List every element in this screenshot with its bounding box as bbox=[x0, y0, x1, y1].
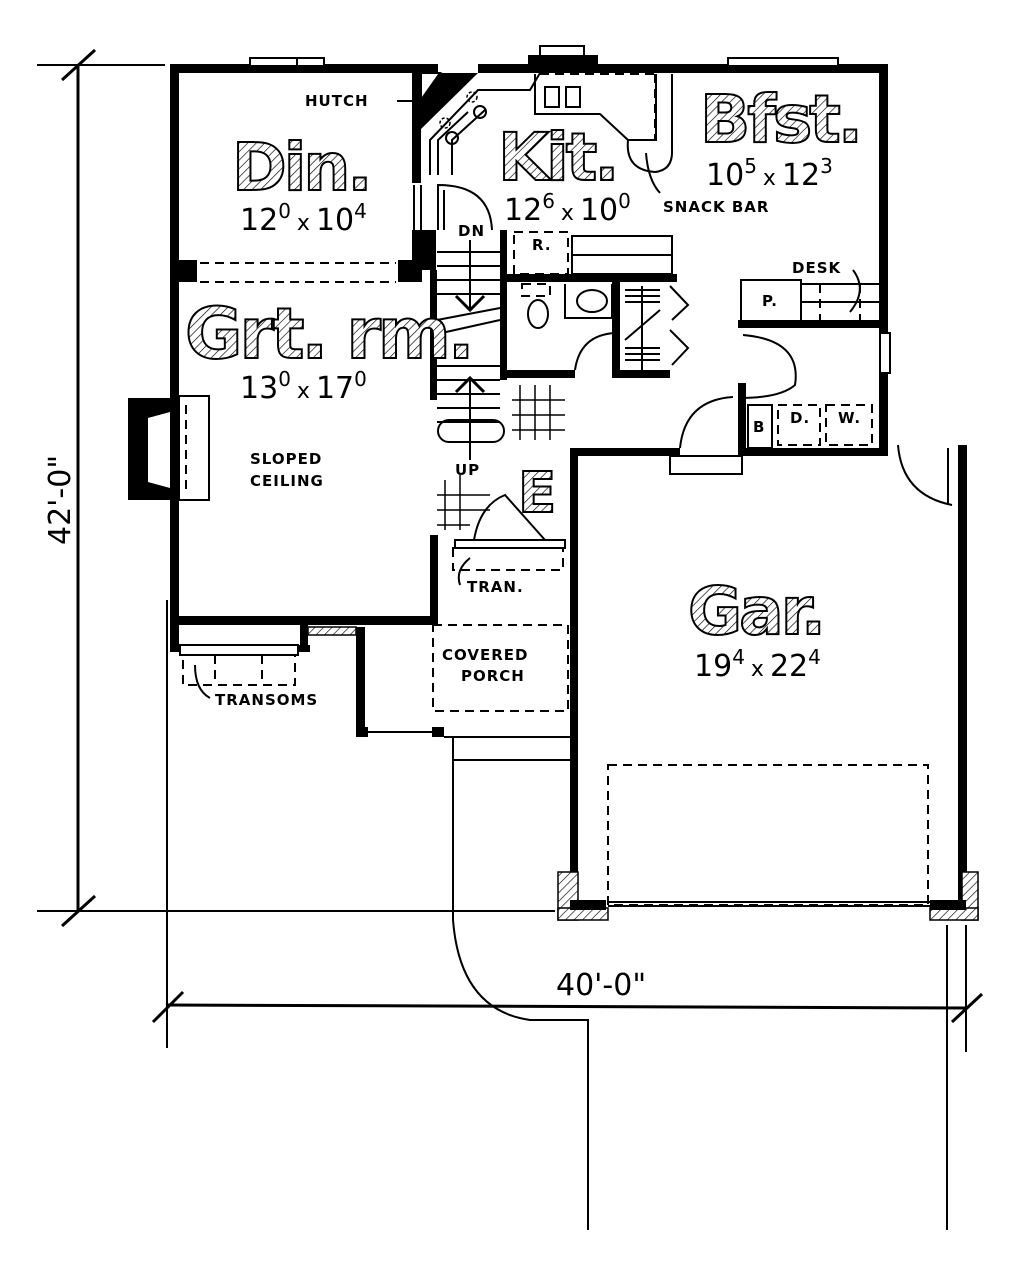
laundry: B D. W. bbox=[669, 334, 888, 475]
stair-up-label: UP bbox=[455, 461, 480, 479]
width-label: 40'-0" bbox=[556, 968, 646, 1003]
garage-label: Gar. bbox=[688, 573, 823, 650]
windows bbox=[179, 45, 891, 656]
hutch-cabinet bbox=[420, 73, 478, 130]
desk-label: DESK bbox=[792, 259, 842, 277]
powder-room bbox=[507, 274, 690, 378]
dimension-width: 40'-0" bbox=[151, 600, 984, 1052]
refrigerator-label: R. bbox=[532, 236, 552, 254]
bench-label: B bbox=[753, 418, 765, 436]
covered-label: COVERED bbox=[442, 646, 528, 664]
stair-down-label: DN bbox=[458, 222, 485, 240]
dimension-depth: 42'-0" bbox=[37, 48, 555, 928]
walkway bbox=[166, 655, 948, 1230]
ceiling-label: CEILING bbox=[250, 472, 324, 490]
dining-label: Din. bbox=[232, 129, 369, 206]
transoms-label: TRANSOMS bbox=[215, 691, 318, 709]
dryer-label: D. bbox=[790, 409, 810, 427]
great-room-label: Grt. rm. bbox=[185, 293, 471, 375]
transom-label: TRAN. bbox=[467, 578, 524, 596]
washer-label: W. bbox=[838, 409, 861, 427]
sloped-label: SLOPED bbox=[250, 450, 322, 468]
transoms: TRANSOMS bbox=[182, 654, 318, 709]
stairs: DN UP bbox=[430, 183, 507, 479]
hutch-label: HUTCH bbox=[305, 92, 369, 110]
snack-bar-label: SNACK BAR bbox=[663, 198, 769, 216]
porch-label: PORCH bbox=[461, 667, 525, 685]
depth-label: 42'-0" bbox=[43, 455, 78, 545]
breakfast-label: Bfst. bbox=[700, 81, 860, 158]
covered-porch: COVERED PORCH bbox=[307, 624, 570, 761]
entry-label: E bbox=[518, 461, 553, 526]
kitchen-label: Kit. bbox=[498, 119, 616, 196]
pantry-label: P. bbox=[762, 292, 778, 310]
entry: E TRAN. bbox=[437, 385, 680, 910]
